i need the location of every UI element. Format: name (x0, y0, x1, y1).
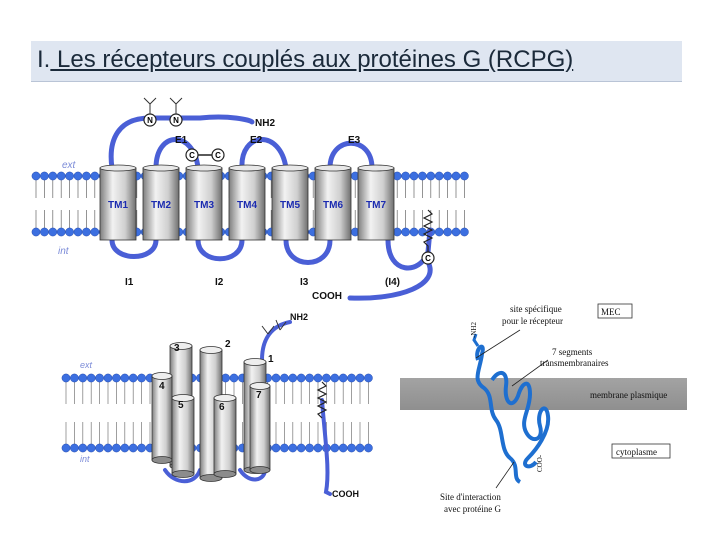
helix-cylinder-5 (213, 394, 237, 478)
receptor-strand-a (475, 344, 522, 484)
membrane-band (400, 378, 687, 410)
tm-cylinder-7: TM7 (357, 164, 395, 241)
tm-label-4: TM4 (237, 200, 257, 211)
page-title: I. Les récepteurs couplés aux protéines … (37, 46, 573, 74)
nh2-label-3: -NH2 (470, 322, 478, 338)
mec-box (597, 303, 633, 319)
segments-line-1: 7 segments (552, 347, 593, 357)
tm-label-1: TM1 (108, 200, 128, 211)
loop-labels: ext int E1 E2 E3 I1 I2 I3 (I4) NH2 COOH (58, 118, 400, 302)
cooh-label-1: COOH (312, 291, 342, 302)
membrane-label: membrane plasmique (590, 390, 667, 400)
helix-labels: 1 2 3 4 5 6 7 (159, 339, 274, 413)
loop-e3: E3 (348, 135, 361, 146)
helix-2-label: 2 (225, 339, 231, 350)
tm-cylinder-6: TM6 (314, 164, 352, 241)
tm-label-5: TM5 (280, 200, 300, 211)
cooh-label-2: COOH (332, 489, 359, 499)
pointer-site (475, 329, 521, 359)
helix-cylinder-4 (171, 394, 195, 478)
loop-i3: I3 (300, 277, 309, 288)
diagram-3: MEC site spécifique pour le récepteur 7 … (400, 303, 687, 514)
helix-1-label: 1 (268, 354, 274, 365)
ext-label-2: ext (80, 360, 93, 370)
helix-cylinder-2 (151, 372, 173, 464)
receptor-strand-b (490, 370, 551, 469)
site-line-2: pour le récepteur (502, 316, 563, 326)
sugar-chains (143, 97, 183, 114)
loop-e2: E2 (250, 135, 263, 146)
int-label-1: int (58, 246, 70, 257)
ext-label-1: ext (62, 160, 77, 171)
diagram-2: ext int NH2 COOH 1 2 3 4 5 6 7 (61, 312, 373, 499)
mec-label: MEC (601, 307, 621, 317)
loop-i1: I1 (125, 277, 134, 288)
glycosylation-sites: N N (143, 97, 183, 127)
title-prefix: I. (37, 46, 51, 73)
glyco-n-1: N (147, 116, 153, 125)
cys-1: C (189, 151, 195, 160)
sugar-chains-2 (261, 319, 287, 335)
tm-label-2: TM2 (151, 200, 171, 211)
loop-i4: (I4) (385, 277, 400, 288)
helix-cylinders (151, 342, 271, 482)
tm-cylinder-4: TM4 (228, 164, 266, 241)
interaction-line-2: avec protéine G (444, 504, 501, 514)
title-bar: I. Les récepteurs couplés aux protéines … (31, 41, 682, 82)
segments-line-2: transmembranaires (540, 358, 609, 368)
nh2-label-1: NH2 (255, 118, 275, 129)
nh2-label-2: NH2 (290, 312, 308, 322)
cys-3: C (425, 254, 431, 263)
helix-5-label: 5 (178, 400, 184, 411)
receptor-n-tail (472, 333, 480, 347)
cys-2: C (215, 151, 221, 160)
tm-cylinder-5: TM5 (271, 164, 309, 241)
cooh-label-3: COO- (536, 454, 544, 472)
loop-i2: I2 (215, 277, 224, 288)
pointer-interaction (495, 461, 515, 489)
cysteine-sites: C C C (185, 148, 435, 265)
tm-label-3: TM3 (194, 200, 214, 211)
diagram-1: TM1 TM2 TM3 TM4 TM5 TM6 TM7 N N C C C ext int … (31, 97, 469, 302)
site-line-1: site spécifique (510, 304, 562, 314)
tm-cylinder-2: TM2 (142, 164, 180, 241)
helix-cylinder-7 (249, 382, 271, 474)
tm-cylinder-1: TM1 (99, 164, 137, 241)
helix-3-label: 3 (174, 343, 180, 354)
palmitoyl-anchor-2 (316, 381, 328, 419)
title-text: Les récepteurs couplés aux protéines G (… (50, 46, 574, 73)
helix-6-label: 6 (219, 402, 225, 413)
tm-cylinders: TM1 TM2 TM3 TM4 TM5 TM6 TM7 (99, 164, 395, 241)
tm-label-6: TM6 (323, 200, 343, 211)
int-label-2: int (80, 454, 90, 464)
pointer-segments (511, 359, 549, 387)
palmitoyl-anchor (422, 209, 434, 252)
tm-cylinder-3: TM3 (185, 164, 223, 241)
glyco-n-2: N (173, 116, 179, 125)
cytoplasme-box (611, 443, 671, 459)
helix-4-label: 4 (159, 381, 165, 392)
interaction-line-1: Site d'interaction (440, 492, 501, 502)
cytoplasme-label: cytoplasme (616, 447, 657, 457)
receptor-chain-2 (163, 320, 332, 496)
tm-label-7: TM7 (366, 200, 386, 211)
helix-7-label: 7 (256, 390, 262, 401)
loop-e1: E1 (175, 135, 188, 146)
